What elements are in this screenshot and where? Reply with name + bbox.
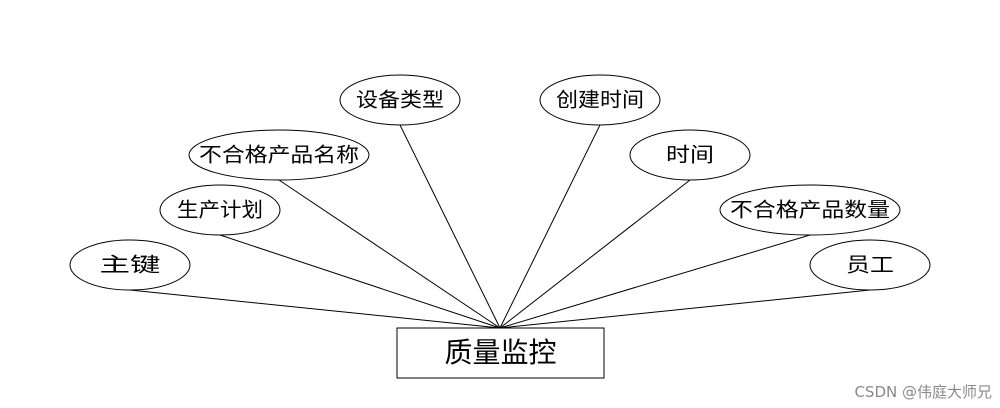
attribute-ellipse bbox=[69, 239, 191, 291]
attribute-create-time: 创建时间 bbox=[539, 74, 661, 126]
attribute-label: 不合格产品数量 bbox=[730, 198, 890, 222]
entity-node: 质量监控 bbox=[396, 327, 605, 379]
attribute-label: 主键 bbox=[100, 253, 161, 277]
watermark: CSDN @伟庭大师兄 bbox=[854, 383, 992, 401]
attribute-production-plan: 生产计划 bbox=[159, 184, 281, 236]
attribute-employee: 员工 bbox=[809, 239, 931, 291]
attribute-equipment-type: 设备类型 bbox=[339, 74, 461, 126]
attribute-label: 时间 bbox=[666, 143, 714, 167]
edges bbox=[129, 124, 871, 329]
edge-equipment-type bbox=[399, 124, 501, 329]
edge-primary-key bbox=[129, 289, 501, 329]
attribute-defective-product-name: 不合格产品名称 bbox=[188, 129, 370, 181]
attribute-label: 设备类型 bbox=[356, 88, 444, 112]
attribute-ellipse bbox=[539, 74, 661, 126]
edge-create-time bbox=[499, 124, 601, 329]
edge-time bbox=[499, 179, 691, 329]
attribute-ellipse bbox=[629, 129, 751, 181]
attribute-label: 生产计划 bbox=[177, 198, 263, 222]
attribute-ellipse bbox=[159, 184, 281, 236]
entity-box bbox=[396, 327, 605, 379]
attribute-primary-key: 主键 bbox=[69, 239, 191, 291]
edge-defective-product-name bbox=[278, 179, 501, 329]
attribute-defective-product-quantity: 不合格产品数量 bbox=[719, 184, 901, 236]
attribute-ellipse bbox=[719, 184, 901, 236]
edge-employee bbox=[499, 289, 871, 329]
attribute-ellipse bbox=[339, 74, 461, 126]
entity-label: 质量监控 bbox=[444, 336, 556, 369]
attribute-ellipse bbox=[188, 129, 370, 181]
attribute-label: 不合格产品名称 bbox=[199, 143, 359, 167]
attribute-ellipse bbox=[809, 239, 931, 291]
attribute-time: 时间 bbox=[629, 129, 751, 181]
edge-defective-product-quantity bbox=[499, 234, 811, 329]
edge-production-plan bbox=[219, 234, 501, 329]
attribute-label: 创建时间 bbox=[556, 88, 644, 112]
attribute-label: 员工 bbox=[846, 253, 894, 277]
